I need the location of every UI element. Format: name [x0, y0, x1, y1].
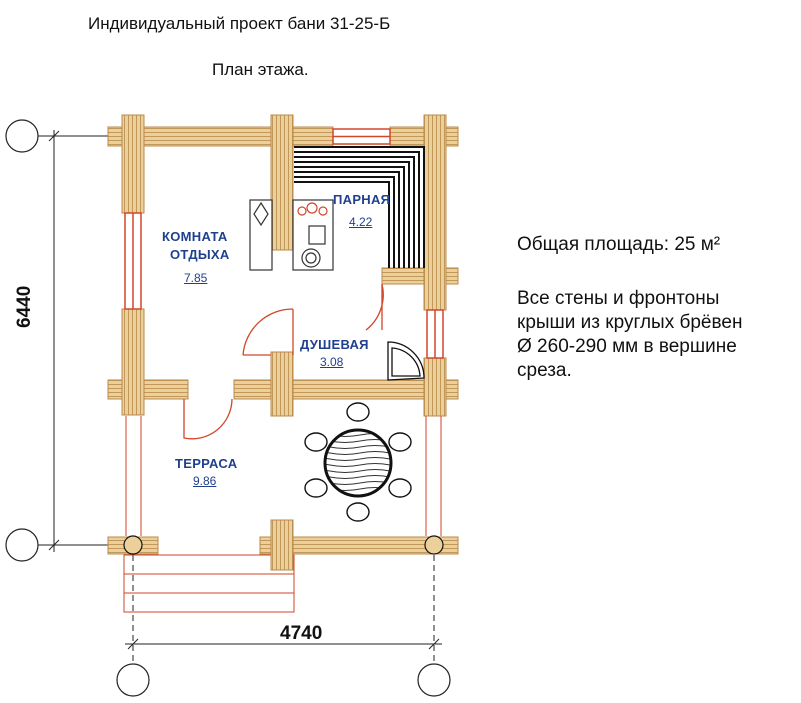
terrace-posts [123, 535, 444, 555]
axis-bubble-top-left [5, 119, 39, 153]
walls-note-line3: Ø 260-290 мм в вершине [517, 336, 737, 357]
room-name-shower: ДУШЕВАЯ [300, 337, 369, 352]
project-title: Индивидуальный проект бани 31-25-Б [88, 14, 391, 33]
walls-note-line2: крыши из круглых брёвен [517, 312, 743, 333]
room-area-steam: 4.22 [349, 215, 373, 229]
doors [183, 283, 384, 440]
terrace-structure [123, 416, 442, 613]
room-name-steam: ПАРНАЯ [333, 192, 391, 207]
walls-note-line1: Все стены и фронтоны [517, 288, 720, 309]
room-name-rest-line2: ОТДЫХА [170, 247, 230, 262]
windows [124, 128, 444, 359]
dimension-width: 4740 [280, 623, 323, 644]
dimension-height: 6440 [14, 285, 35, 328]
round-table-with-chairs [304, 402, 412, 522]
room-area-shower: 3.08 [320, 355, 344, 369]
walls-note-line4: среза. [517, 360, 572, 381]
plan-subtitle: План этажа. [212, 60, 309, 79]
terrace-beams [107, 519, 459, 571]
axis-bubble-bottom-left [5, 528, 39, 562]
room-name-rest-line1: КОМНАТА [162, 229, 228, 244]
room-name-terrace: ТЕРРАСА [175, 456, 238, 471]
shower-tray [387, 341, 425, 381]
log-walls-vertical [121, 114, 447, 417]
steam-room-bench [294, 146, 425, 268]
axis-bubble-left-bottom [116, 663, 150, 697]
stove [249, 199, 334, 271]
axis-bubble-right-bottom [417, 663, 451, 697]
total-area: Общая площадь: 25 м² [517, 234, 721, 255]
room-area-terrace: 9.86 [193, 474, 217, 488]
room-area-rest: 7.85 [184, 271, 208, 285]
